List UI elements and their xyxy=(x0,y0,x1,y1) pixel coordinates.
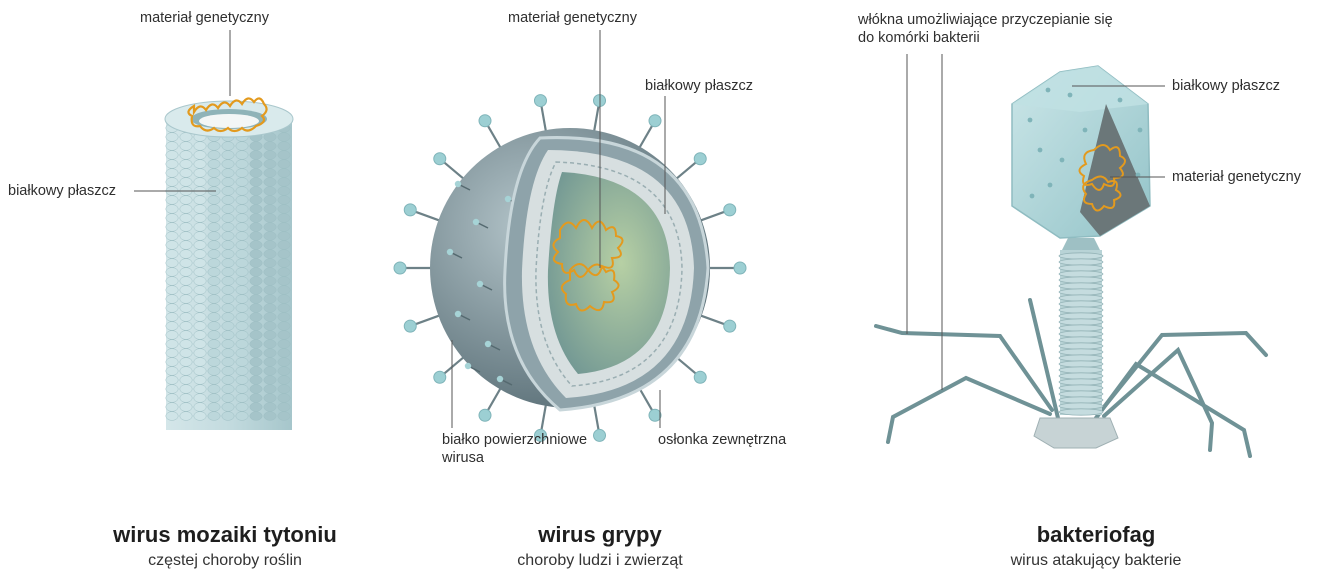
phage-title: bakteriofag xyxy=(926,522,1266,548)
tmv-genetic-label: materiał genetyczny xyxy=(140,10,269,27)
tmv-rod-core xyxy=(199,114,259,128)
tmv-illustration xyxy=(165,98,293,430)
flu-surface-label-2: wirusa xyxy=(442,450,484,467)
phage-fibers-label-2: do komórki bakterii xyxy=(858,30,980,47)
flu-coat-label: białkowy płaszcz xyxy=(645,78,753,95)
phage-coat-label: białkowy płaszcz xyxy=(1172,78,1280,95)
flu-illustration xyxy=(394,95,746,442)
phage-illustration xyxy=(876,66,1266,456)
phage-baseplate xyxy=(1034,418,1118,448)
tmv-protein-subunits xyxy=(166,124,290,421)
tmv-title: wirus mozaiki tytoniu xyxy=(55,522,395,548)
phage-collar xyxy=(1062,238,1100,250)
flu-genetic-label: materiał genetyczny xyxy=(508,10,637,27)
phage-fibers-label-1: włókna umożliwiające przyczepianie się xyxy=(858,12,1113,29)
phage-subtitle: wirus atakujący bakterie xyxy=(926,551,1266,571)
phage-genetic-label: materiał genetyczny xyxy=(1172,169,1301,186)
phage-tail-rings xyxy=(1059,253,1103,415)
flu-surface-label-1: białko powierzchniowe xyxy=(442,432,587,449)
tmv-coat-label: białkowy płaszcz xyxy=(8,183,116,200)
flu-title: wirus grypy xyxy=(430,522,770,548)
flu-envelope-label: osłonka zewnętrzna xyxy=(658,432,786,449)
tmv-subtitle: częstej choroby roślin xyxy=(55,551,395,571)
flu-subtitle: choroby ludzi i zwierząt xyxy=(430,551,770,571)
